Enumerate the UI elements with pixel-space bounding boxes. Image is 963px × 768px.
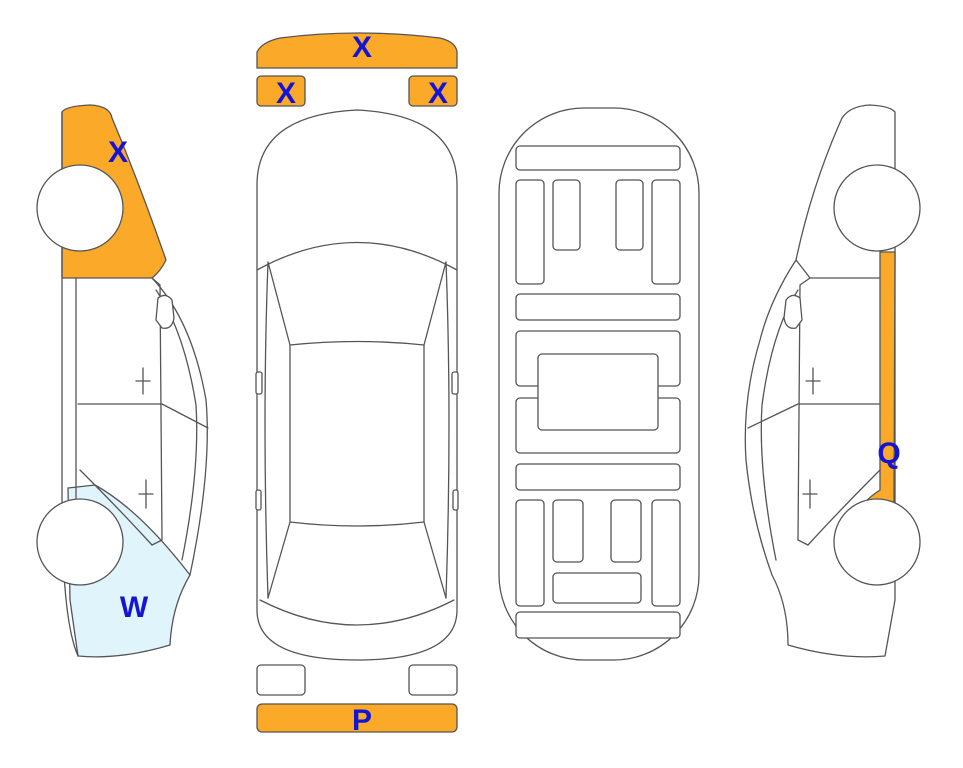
- right-front-fender-line: [795, 259, 881, 279]
- underbody-view: [498, 107, 700, 661]
- right-sill-damage-label: Q: [877, 437, 900, 470]
- top-trunk-line: [259, 599, 455, 626]
- left-mirror: [155, 294, 175, 329]
- top-left-taillamp: [256, 664, 306, 696]
- right-pillar-a: [797, 277, 811, 546]
- left-rear-door-handle: [138, 479, 154, 509]
- underbody-panel-mid1: [515, 293, 681, 321]
- left-door-frame: [151, 277, 208, 576]
- top-right-mirror: [451, 371, 459, 395]
- underbody-panel-a4: [651, 179, 681, 285]
- top-rear-window: [267, 521, 447, 599]
- left-front-door-handle: [135, 367, 151, 395]
- top-left-headlamp-region[interactable]: [256, 75, 306, 107]
- underbody-panel-b4: [651, 499, 681, 607]
- left-door-split: [77, 403, 209, 429]
- top-right-side-trim: [445, 261, 450, 599]
- underbody-panel-front: [515, 145, 681, 171]
- top-right-handle: [452, 489, 459, 511]
- left-side-view: X W: [36, 104, 209, 658]
- left-pillar-a: [151, 277, 163, 546]
- underbody-panel-a1: [515, 179, 545, 285]
- top-left-side-trim: [264, 261, 269, 599]
- underbody-panel-center: [537, 353, 659, 431]
- underbody-panel-b1: [515, 499, 545, 607]
- top-right-taillamp: [408, 664, 458, 696]
- right-window-line: [760, 289, 799, 561]
- top-roof: [289, 344, 425, 527]
- right-door-bottom: [807, 469, 881, 546]
- left-front-damage-label: X: [108, 136, 128, 169]
- underbody-panel-a2: [552, 179, 581, 251]
- right-rear-wheel: [833, 498, 921, 586]
- top-hood-line: [256, 241, 458, 271]
- top-bumper-damage-label: X: [352, 31, 372, 64]
- top-left-handle: [255, 489, 262, 511]
- left-door-bottom: [79, 469, 153, 546]
- right-door-split: [747, 403, 881, 429]
- top-view: X X X P: [255, 31, 459, 737]
- left-front-wheel: [36, 164, 124, 252]
- top-rear-bumper-region[interactable]: [256, 703, 458, 733]
- underbody-panel-rear: [515, 611, 681, 639]
- left-rear-damage-label: W: [120, 591, 149, 624]
- right-mirror: [783, 294, 803, 329]
- right-body-outline: [744, 104, 896, 658]
- underbody-panel-b5: [552, 572, 642, 604]
- top-car-body: [256, 109, 458, 661]
- top-left-mirror: [255, 371, 263, 395]
- top-right-headlamp-region[interactable]: [408, 75, 458, 107]
- top-windshield: [267, 261, 447, 346]
- right-side-view: Q: [744, 104, 921, 658]
- underbody-panel-a3: [615, 179, 644, 251]
- right-front-door-handle: [805, 367, 821, 395]
- underbody-panel-b2: [552, 499, 584, 563]
- top-front-bumper-region[interactable]: [256, 32, 458, 69]
- underbody-panel-b3: [610, 499, 642, 563]
- right-rear-door-handle: [802, 479, 818, 509]
- right-front-wheel: [833, 164, 921, 252]
- left-rear-wheel: [36, 498, 124, 586]
- underbody-panel-mid4: [515, 463, 681, 491]
- top-left-lamp-damage-label: X: [276, 77, 296, 110]
- bottom-bumper-damage-label: P: [352, 704, 372, 737]
- top-right-lamp-damage-label: X: [428, 77, 448, 110]
